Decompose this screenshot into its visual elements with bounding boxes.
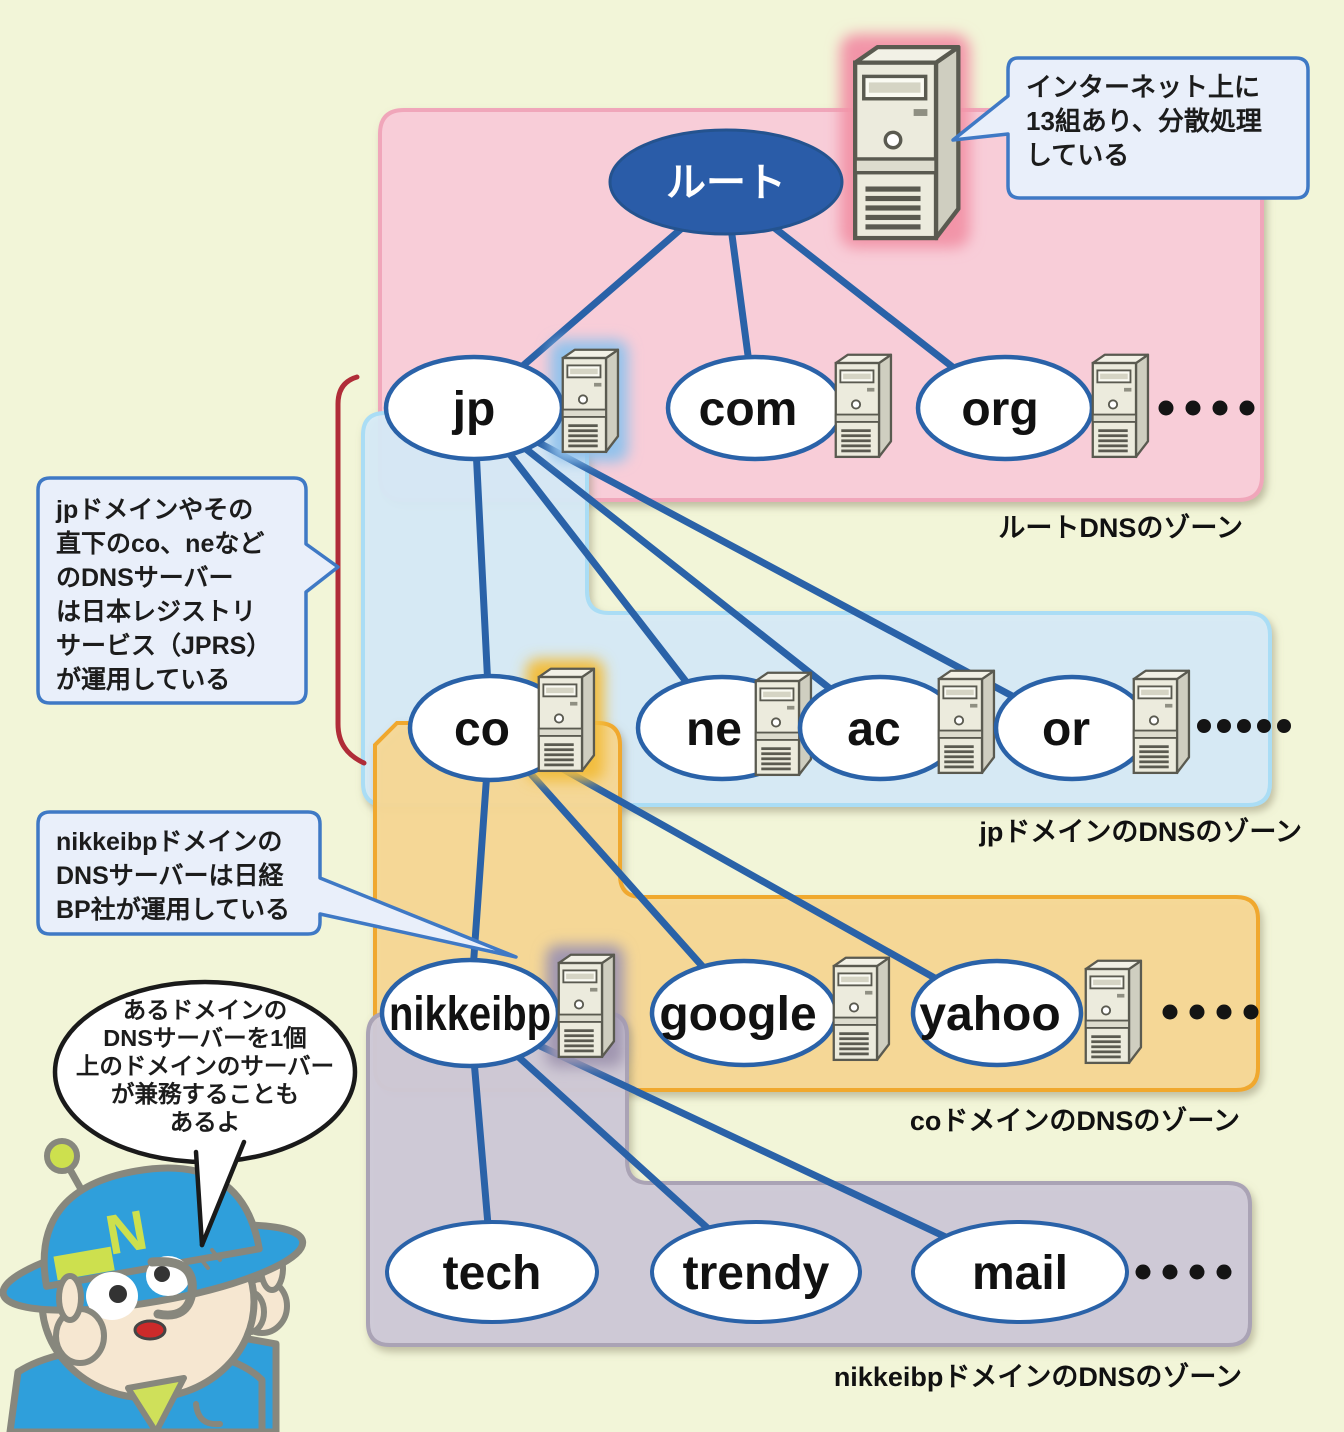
node-label: org — [961, 383, 1038, 436]
node-label: co — [454, 703, 510, 756]
ellipsis-dots-jp-zone — [1197, 719, 1291, 733]
mascot-thumb — [56, 1273, 84, 1323]
node-tech: tech — [385, 1220, 599, 1324]
ellipsis-dots-co-zone — [1162, 1004, 1259, 1020]
node-label: trendy — [683, 1247, 830, 1300]
mascot-scarf — [125, 1375, 187, 1432]
callout-line: 13組あり、分散処理 — [1026, 106, 1262, 136]
node-or: or — [993, 669, 1191, 782]
node-ellipse — [650, 1220, 862, 1324]
node-label: ac — [847, 703, 900, 756]
node-ac: ac — [797, 669, 996, 782]
server-icon-com — [834, 353, 893, 459]
node-label: mail — [972, 1247, 1068, 1300]
ellipsis-dots-root-zone — [1158, 400, 1255, 416]
server-icon-jp — [561, 348, 620, 454]
speech-bubble: あるドメインの DNSサーバーを1個 上のドメインのサーバー が兼務することも … — [52, 979, 358, 1248]
speech-bubble-line: あるよ — [170, 1109, 241, 1135]
node-ellipse — [385, 1220, 599, 1324]
callout-line: サービス（JPRS） — [56, 631, 271, 660]
zone-label-jp-domain: jpドメインのDNSのゾーン — [978, 817, 1302, 847]
callout-line: 直下のco、neなど — [56, 530, 264, 558]
mascot-pocket — [193, 1401, 223, 1428]
node-nikkeibp: nikkeibp — [379, 945, 624, 1069]
node-label: com — [699, 383, 798, 436]
ellipsis-dots-nikkeibp-zone — [1135, 1264, 1232, 1280]
server-icon-nikkeibp — [557, 953, 616, 1059]
node-ellipse — [910, 958, 1084, 1068]
mascot-antenna-ball — [44, 1138, 80, 1174]
node-jp: jp — [383, 340, 628, 462]
zone-label-co-domain: coドメインのDNSのゾーン — [910, 1106, 1240, 1136]
mascot-pupil — [154, 1266, 170, 1282]
node-label: google — [659, 988, 816, 1041]
speech-bubble-line: 上のドメインのサーバー — [76, 1053, 334, 1079]
server-icon-google — [832, 956, 891, 1062]
zone-label-nikkeibp-domain: nikkeibpドメインのDNSのゾーン — [834, 1362, 1242, 1392]
callout-line: が運用している — [56, 665, 230, 694]
mascot-cheek-marks — [198, 1248, 222, 1270]
node-label: nikkeibp — [389, 988, 551, 1041]
connection-line — [470, 404, 884, 732]
callout-jprs: jpドメインやその 直下のco、neなど のDNSサーバー は日本レジストリ サ… — [36, 476, 340, 705]
callout-nikkeibp-operator: nikkeibpドメインの DNSサーバーは日経 BP社が運用している — [36, 810, 518, 959]
server-icon-root — [855, 47, 958, 238]
node-mail: mail — [911, 1220, 1129, 1324]
zone-label-root-dns: ルートDNSのゾーン — [998, 513, 1243, 543]
mascot: N — [0, 1138, 307, 1432]
mascot-hat-stripe — [53, 1246, 115, 1281]
connection-line — [470, 404, 726, 732]
callout-bubble — [951, 56, 1310, 200]
callout-line: DNSサーバーは日経 — [56, 861, 285, 890]
node-com: com — [665, 353, 893, 462]
node-org: org — [915, 353, 1150, 462]
node-ellipse — [608, 128, 844, 236]
mascot-mouth — [133, 1319, 167, 1341]
callout-root-servers: インターネット上に 13組あり、分散処理 している — [951, 56, 1310, 200]
server-icon-or — [1132, 669, 1191, 775]
server-icon-co — [537, 667, 596, 773]
node-label: ルート — [666, 161, 786, 205]
server-icon-ac — [937, 669, 996, 775]
callout-line: は日本レジストリ — [56, 598, 256, 626]
node-root: ルート — [608, 34, 970, 248]
speech-bubble-line: あるドメインの — [123, 997, 288, 1023]
node-co: co — [407, 659, 604, 783]
speech-bubble-line: DNSサーバーを1個 — [103, 1025, 306, 1051]
callout-line: インターネット上に — [1026, 72, 1260, 102]
server-icon-yahoo — [1084, 959, 1143, 1065]
speech-bubble-line: が兼務することも — [111, 1080, 299, 1107]
server-icon-org — [1091, 353, 1150, 459]
node-label: yahoo — [919, 988, 1060, 1041]
callout-line: nikkeibpドメインの — [56, 828, 282, 856]
node-label: tech — [443, 1247, 542, 1300]
node-label: or — [1042, 703, 1090, 756]
callout-line: のDNSサーバー — [56, 564, 234, 592]
callout-line: している — [1026, 140, 1129, 170]
node-label: jp — [452, 383, 496, 436]
node-ne: ne — [635, 671, 813, 782]
callout-line: jpドメインやその — [55, 496, 253, 524]
node-yahoo: yahoo — [910, 958, 1143, 1068]
callout-bubble — [36, 810, 518, 959]
node-trendy: trendy — [650, 1220, 862, 1324]
node-label: ne — [686, 703, 742, 756]
callout-bubble — [36, 476, 340, 705]
mascot-pupil — [109, 1285, 127, 1303]
node-google: google — [649, 956, 891, 1068]
callout-line: BP社が運用している — [56, 895, 290, 924]
jprs-group-brace — [335, 374, 367, 766]
mascot-nose — [147, 1257, 197, 1320]
node-ellipse — [911, 1220, 1129, 1324]
